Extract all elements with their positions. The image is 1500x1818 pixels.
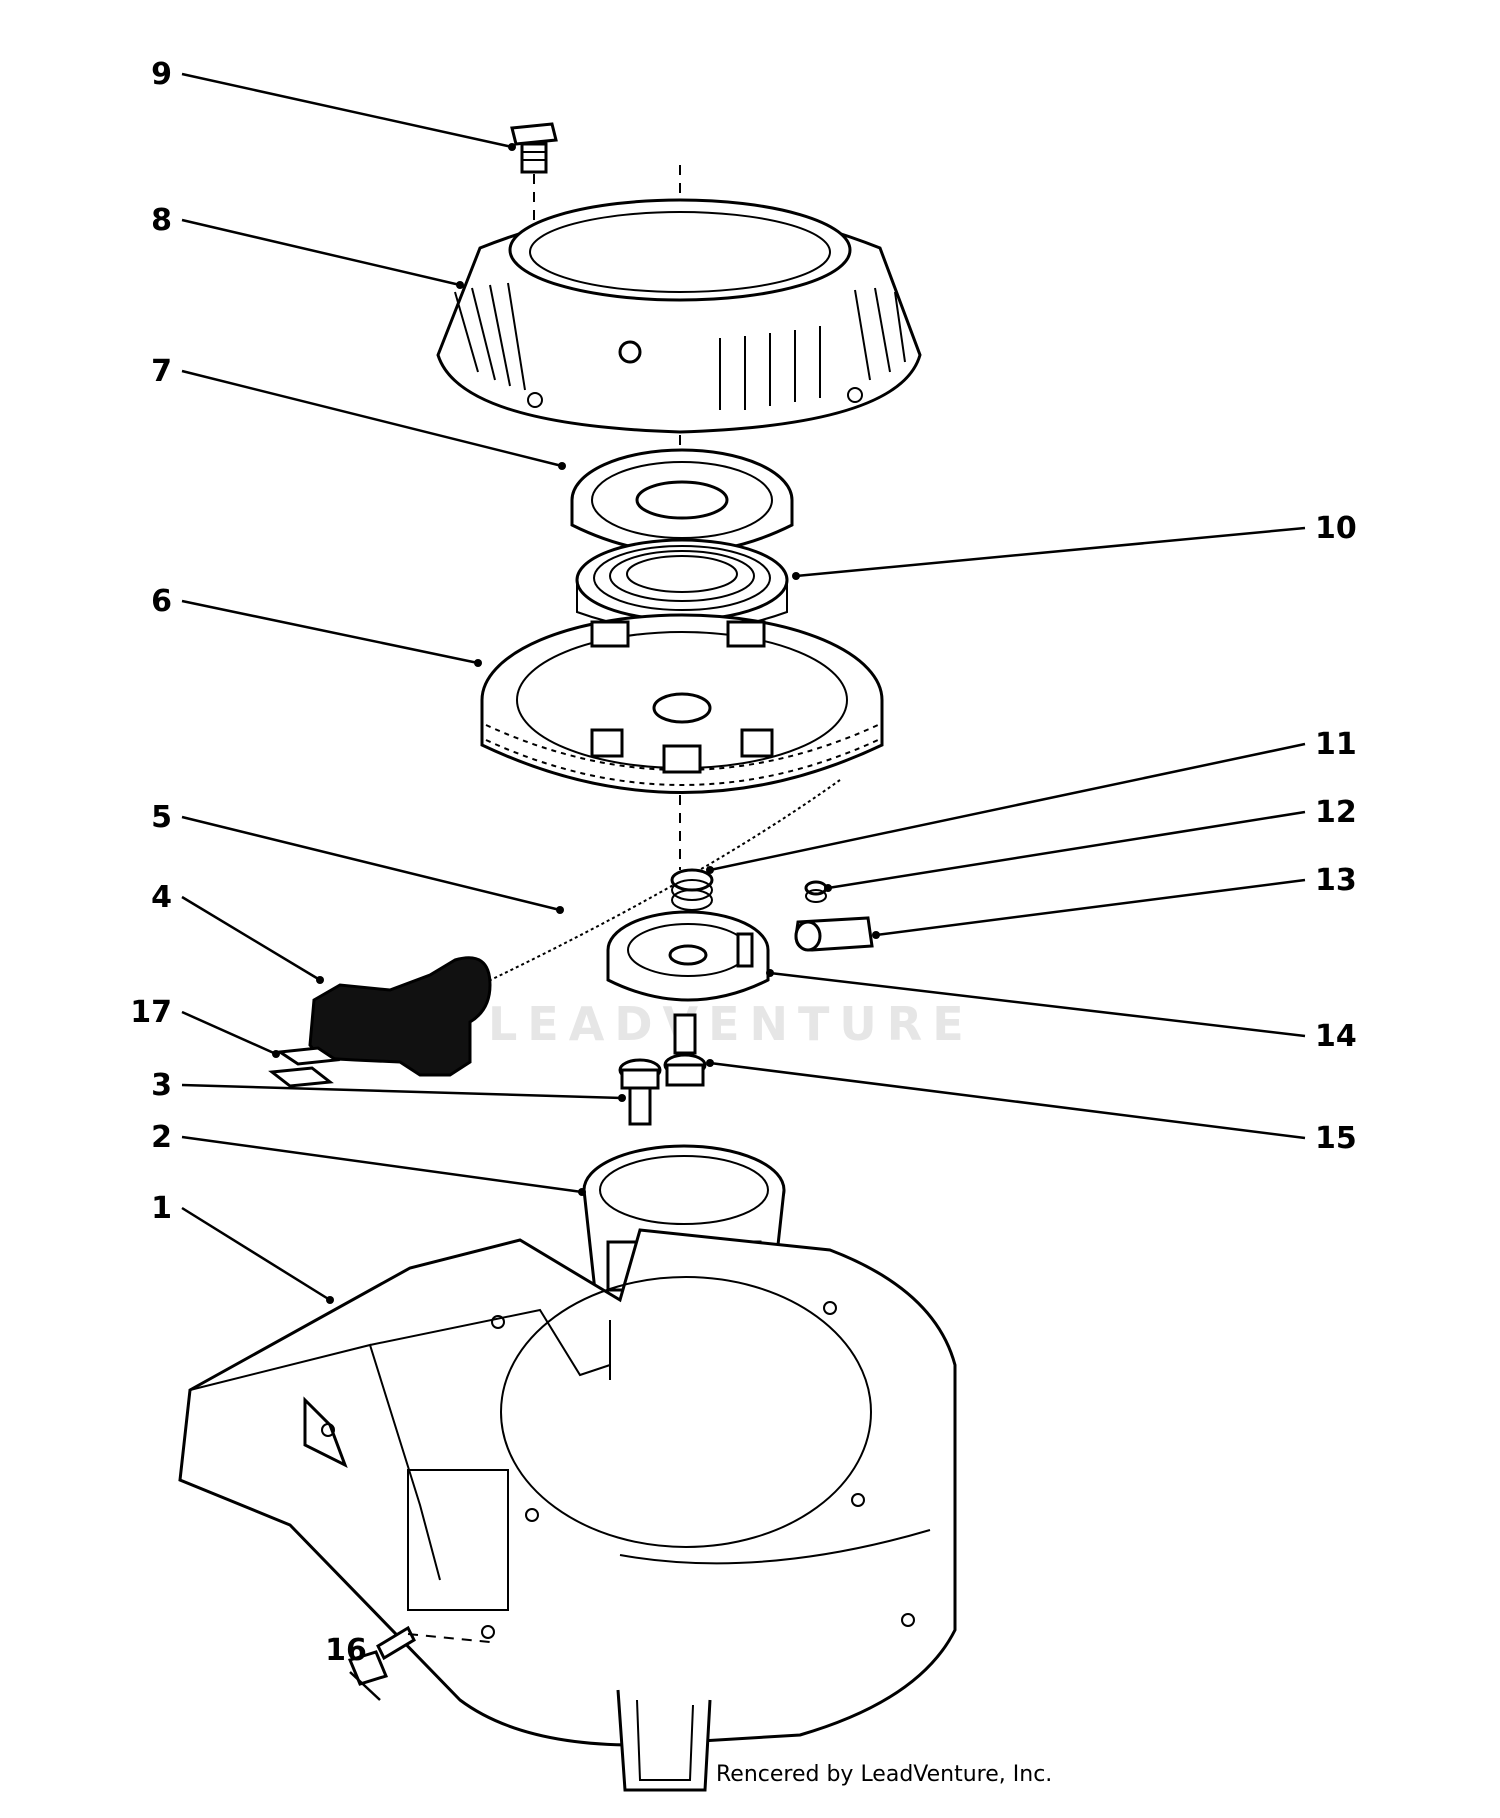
callout-6: 6 xyxy=(151,584,172,619)
callout-1: 1 xyxy=(151,1191,172,1226)
callout-16: 16 xyxy=(325,1633,367,1668)
callout-9: 9 xyxy=(151,57,172,92)
part-16-screw xyxy=(347,1625,491,1686)
part-1-blower-housing xyxy=(178,1228,957,1792)
credit-text: Rencered by LeadVenture, Inc. xyxy=(716,1762,1053,1787)
part-7-pulley-cap xyxy=(570,448,794,554)
callout-10: 10 xyxy=(1315,511,1357,546)
callout-12: 12 xyxy=(1315,795,1357,830)
leader-lines xyxy=(181,72,1306,1701)
callout-labels: 1 2 3 4 5 6 7 8 9 10 11 12 13 14 15 16 1… xyxy=(130,57,1357,1668)
part-13-pawl xyxy=(794,916,874,952)
part-5-starter-rope xyxy=(479,779,841,986)
part-12-spring xyxy=(804,880,828,903)
callout-4: 4 xyxy=(151,880,172,915)
callout-11: 11 xyxy=(1315,727,1357,762)
callout-7: 7 xyxy=(151,354,172,389)
callout-17: 17 xyxy=(130,995,172,1030)
part-6-rope-pulley xyxy=(480,613,884,794)
part-8-housing-cover xyxy=(436,198,922,434)
part-11-spring xyxy=(670,868,714,911)
part-3-screw xyxy=(618,1058,662,1126)
callout-14: 14 xyxy=(1315,1019,1357,1054)
part-15-bolt xyxy=(663,1013,707,1087)
watermark-text: LEADVENTURE xyxy=(488,997,974,1051)
callout-5: 5 xyxy=(151,800,172,835)
part-14-ratchet xyxy=(606,910,770,1002)
part-17-decal xyxy=(268,1046,341,1088)
callout-2: 2 xyxy=(151,1120,172,1155)
callout-13: 13 xyxy=(1315,863,1357,898)
callout-15: 15 xyxy=(1315,1121,1357,1156)
part-4-starter-handle xyxy=(308,956,492,1077)
callout-8: 8 xyxy=(151,203,172,238)
callout-3: 3 xyxy=(151,1068,172,1103)
